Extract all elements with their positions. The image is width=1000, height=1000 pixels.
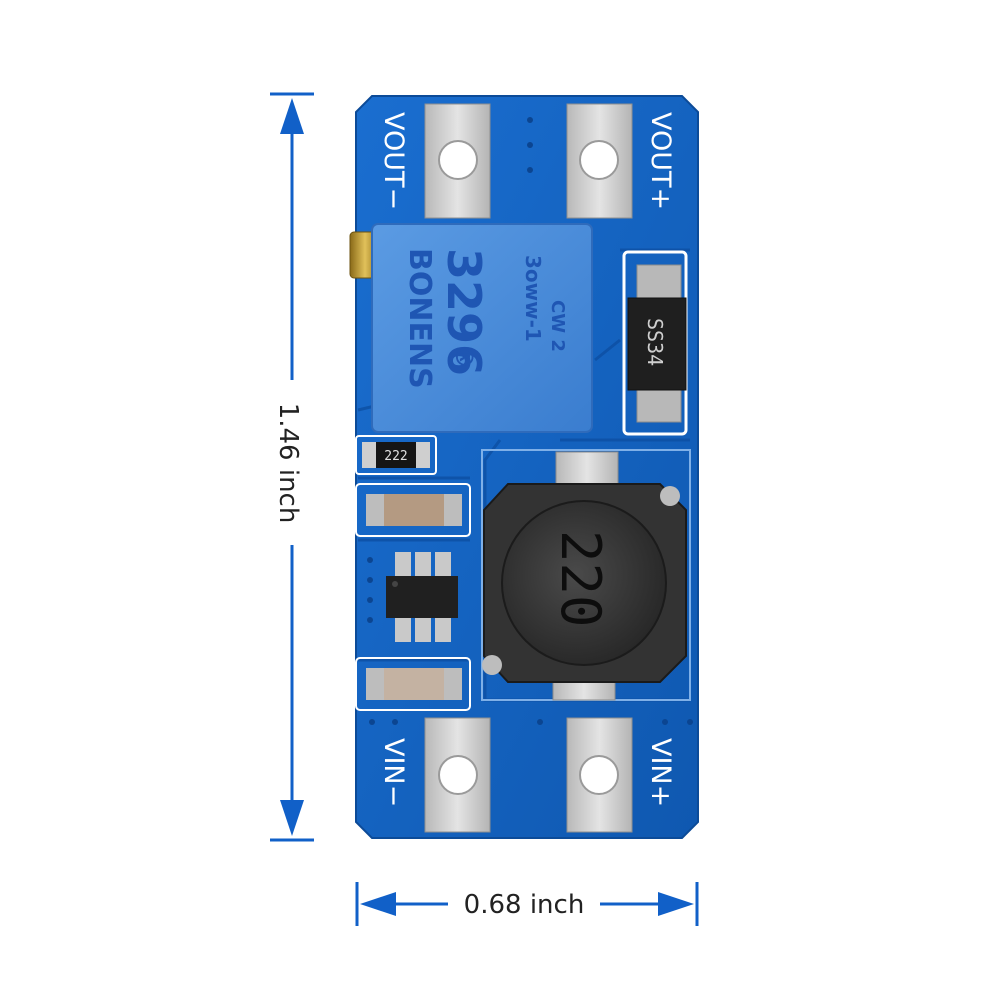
terminal-vout-plus	[566, 103, 633, 219]
pot-mark: ®	[450, 345, 478, 369]
ic-chip	[386, 552, 458, 642]
label-vin-plus: VIN+	[645, 738, 676, 807]
resistor-marking: 222	[384, 449, 407, 464]
vias	[367, 117, 693, 725]
label-vout-minus: VOUT−	[378, 112, 409, 210]
inductor: 220	[481, 449, 691, 701]
label-vin-minus: VIN−	[378, 738, 409, 807]
diode: SS34	[622, 250, 688, 436]
pot-model: 3296	[437, 248, 491, 376]
height-label: 1.46 inch	[273, 403, 303, 524]
terminal-vout-minus	[424, 103, 491, 219]
pot-code-cw: CW 2	[547, 300, 568, 352]
width-dimension: 0.68 inch	[355, 882, 699, 926]
potentiometer: BONENS 3296 ® 3oww-1 CW 2	[349, 223, 593, 433]
inductor-marking: 220	[549, 530, 612, 628]
terminal-vin-plus	[566, 717, 633, 833]
capacitor-top	[355, 483, 471, 537]
resistor: 222	[355, 435, 437, 475]
arrow-left-icon	[360, 892, 396, 916]
diode-marking: SS34	[643, 318, 667, 366]
label-vout-plus: VOUT+	[645, 112, 676, 210]
pot-brand: BONENS	[402, 248, 437, 389]
terminal-vin-minus	[424, 717, 491, 833]
capacitor-bottom	[355, 657, 471, 711]
arrow-right-icon	[658, 892, 694, 916]
width-label: 0.68 inch	[464, 890, 585, 920]
arrow-down-icon	[280, 800, 304, 836]
height-dimension: 1.46 inch	[270, 92, 314, 842]
arrow-up-icon	[280, 98, 304, 134]
pot-code: 3oww-1	[521, 255, 545, 342]
